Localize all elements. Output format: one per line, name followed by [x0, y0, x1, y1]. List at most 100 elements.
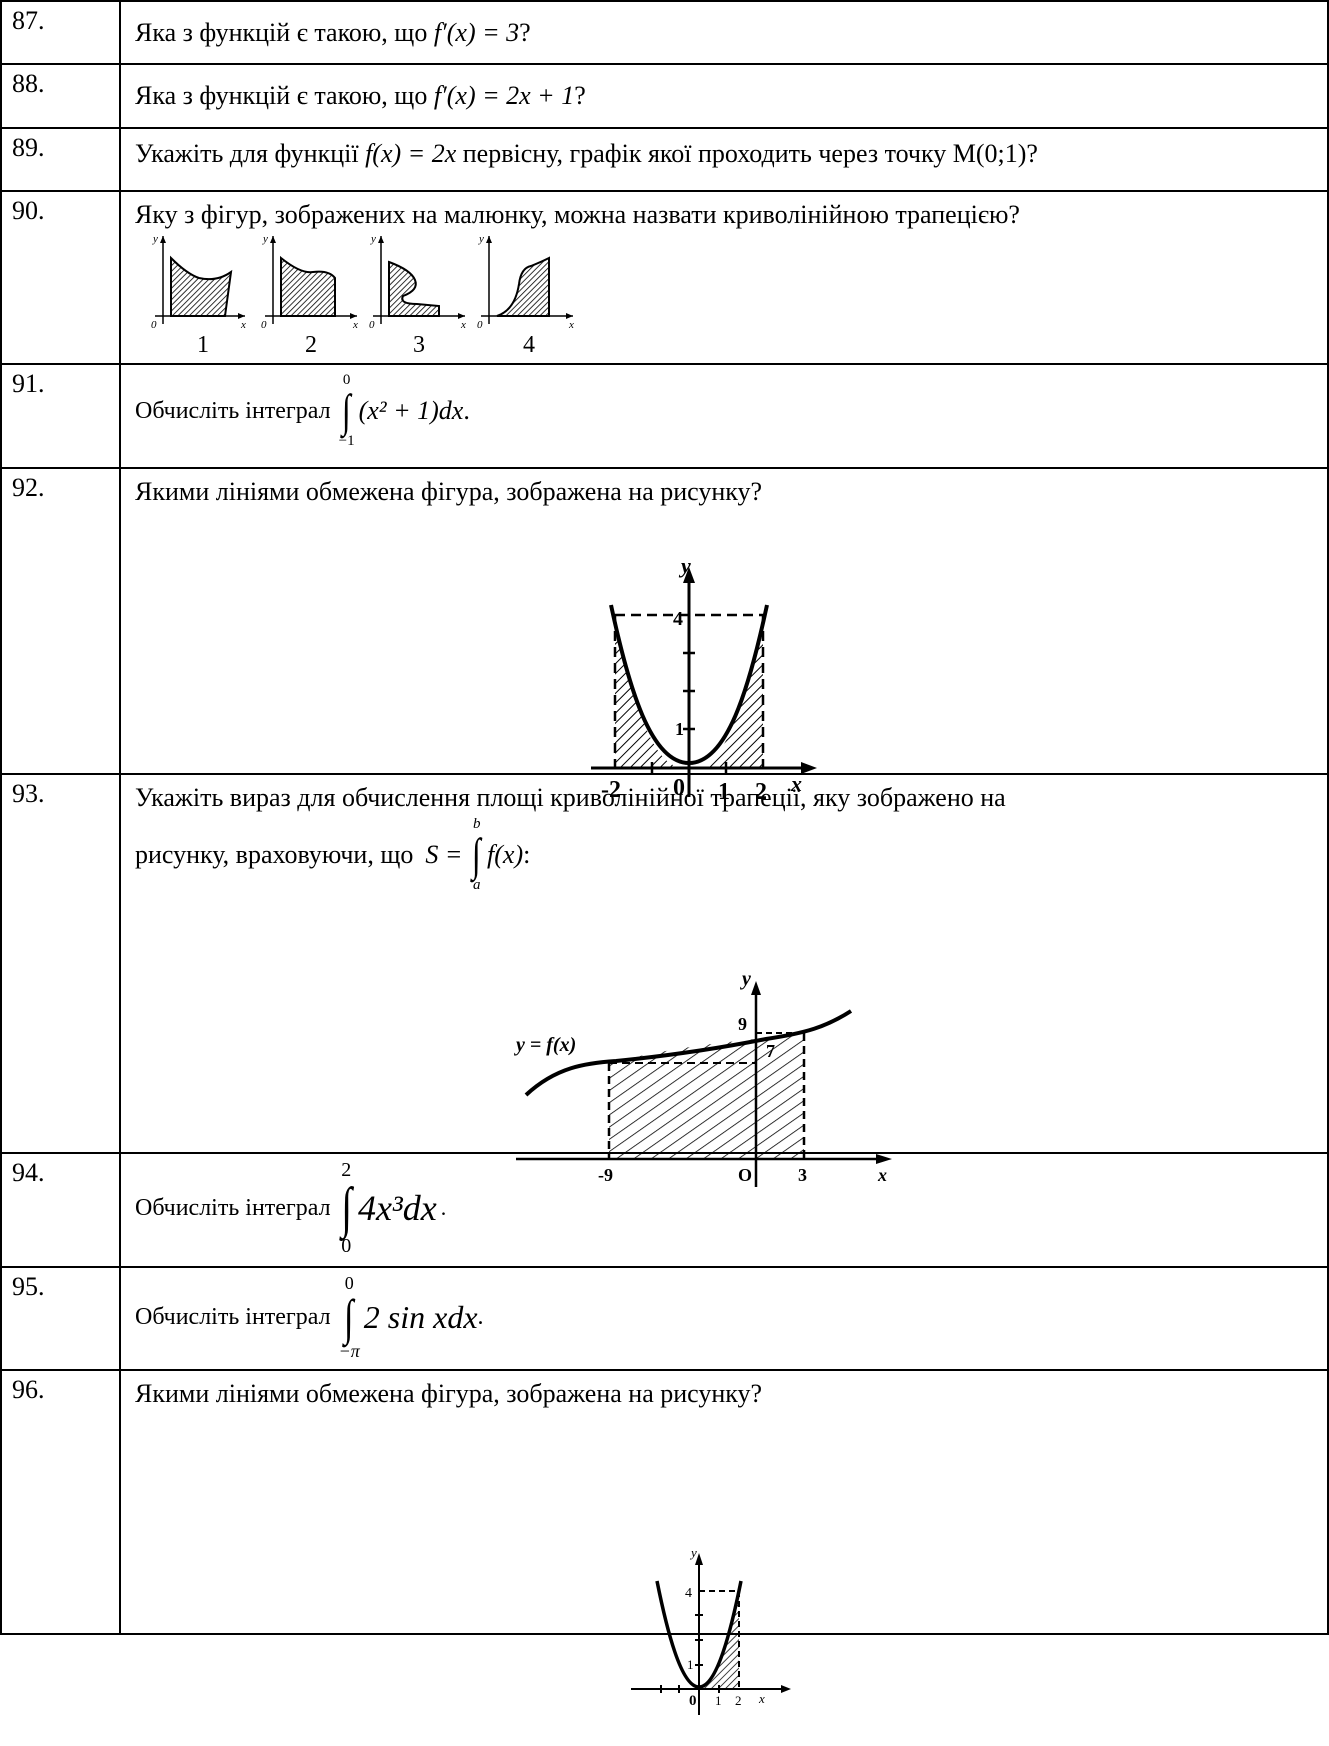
origin-label: 0 — [151, 319, 157, 331]
integral-sign: b ∫ a — [472, 816, 482, 893]
y-axis-label: y — [678, 553, 691, 578]
curve-label: y = f(x) — [514, 1034, 576, 1056]
formula: f′(x) = 2x + 1 — [433, 81, 575, 110]
question-text: Яка з функцій є такою, що — [135, 81, 428, 110]
question-number: 90. — [0, 190, 121, 365]
integrand: 2 sin xdx — [363, 1298, 478, 1335]
tick-label: 7 — [766, 1041, 775, 1061]
table-row: 92. Якими лініями обмежена фігура, зобра… — [0, 467, 1329, 805]
question-text: Укажіть вираз для обчислення площі криво… — [135, 783, 1006, 812]
question-end: . — [440, 1195, 447, 1220]
table-row: 90. Яку з фігур, зображених на малюнку, … — [0, 190, 1329, 365]
tick-label: 2 — [735, 1693, 742, 1708]
integral-sign: 2 ∫ 0 — [340, 1159, 352, 1257]
y-axis-label: y — [689, 1545, 697, 1560]
question-cell: Укажіть вираз для обчислення площі криво… — [119, 773, 1329, 1187]
question-text: Якими лініями обмежена фігура, зображена… — [135, 1379, 763, 1408]
tick-label: 3 — [798, 1165, 807, 1185]
tick-label: 9 — [738, 1014, 747, 1034]
integral-sign: 0 ∫ −1 — [338, 372, 355, 449]
figure-label: 3 — [413, 332, 425, 356]
formula: S = — [425, 840, 463, 869]
question-cell: Яку з фігур, зображених на малюнку, можн… — [119, 190, 1329, 365]
tick-label: 4 — [673, 608, 683, 630]
x-axis-label: x — [758, 1691, 765, 1706]
x-axis-label: x — [568, 319, 574, 331]
parabola-figure-1: y 4 1 -2 0 1 2 x — [591, 553, 817, 805]
question-tail: первісну, графік якої проходить через то… — [462, 139, 1038, 168]
integral-sign: 0 ∫ −π — [338, 1273, 360, 1361]
question-cell: Укажіть для функції f(x) = 2x первісну, … — [119, 127, 1329, 192]
x-axis-label: x — [877, 1165, 887, 1185]
lower-limit: a — [472, 877, 481, 893]
question-text: Обчисліть інтеграл — [135, 1194, 331, 1221]
tick-label: 1 — [715, 1693, 722, 1708]
integrand: 4x³dx — [357, 1188, 437, 1228]
origin-label: 0 — [369, 319, 375, 331]
tick-label: 1 — [718, 779, 730, 805]
question-end: ? — [519, 18, 531, 47]
table-row: 91. Обчисліть інтеграл 0 ∫ −1 (x² + 1)dx… — [0, 363, 1329, 469]
question-number: 95. — [0, 1266, 121, 1371]
curvilinear-trapezoid-figure: y y = f(x) 9 7 -9 O 3 x — [514, 968, 892, 1187]
question-end: . — [463, 396, 470, 425]
parabola-figure-2: y 4 1 0 1 2 x — [631, 1545, 791, 1715]
integrand: f(x) — [487, 840, 524, 869]
y-axis-label: y — [152, 233, 158, 245]
question-text: Яка з функцій є такою, що — [135, 18, 428, 47]
figure-1: y x 0 1 — [151, 233, 246, 356]
tick-label: -2 — [601, 777, 621, 803]
figure-3: y x 0 3 — [369, 233, 466, 356]
question-text: Укажіть для функції — [135, 139, 359, 168]
tick-label: 4 — [685, 1586, 692, 1601]
tick-label: O — [738, 1165, 752, 1185]
question-cell: Обчисліть інтеграл 2 ∫ 0 4x³dx. — [119, 1152, 1329, 1268]
x-axis-label: x — [352, 319, 358, 331]
question-number: 88. — [0, 63, 121, 129]
origin-label: 0 — [477, 319, 483, 331]
integrand: (x² + 1)dx — [358, 396, 464, 425]
question-number: 89. — [0, 127, 121, 192]
figure-4: y x 0 4 — [477, 233, 574, 356]
tick-label: 1 — [675, 719, 684, 739]
question-cell: Якими лініями обмежена фігура, зображена… — [119, 1369, 1329, 1715]
origin-label: 0 — [261, 319, 267, 331]
y-axis-label: y — [262, 233, 268, 245]
question-text-2: рисунку, враховуючи, що — [135, 840, 414, 869]
question-end: : — [523, 840, 531, 869]
question-number: 96. — [0, 1369, 121, 1635]
formula: f′(x) = 3 — [433, 18, 520, 47]
tick-label: 0 — [673, 775, 685, 801]
question-text: Якими лініями обмежена фігура, зображена… — [135, 477, 763, 506]
table-row: 95. Обчисліть інтеграл 0 ∫ −π 2 sin xdx. — [0, 1266, 1329, 1371]
table-row: 93. Укажіть вираз для обчислення площі к… — [0, 773, 1329, 1187]
question-end: . — [477, 1303, 484, 1330]
formula: f(x) = 2x — [365, 139, 457, 168]
y-axis-label: y — [478, 233, 484, 245]
question-number: 94. — [0, 1152, 121, 1268]
upper-limit: 0 — [344, 1273, 354, 1293]
x-axis-label: x — [240, 319, 246, 331]
upper-limit: 0 — [342, 372, 351, 388]
table-row: 89. Укажіть для функції f(x) = 2x первіс… — [0, 127, 1329, 192]
table-row: 87. Яка з функцій є такою, що f′(x) = 3? — [0, 0, 1329, 65]
table-row: 88. Яка з функцій є такою, що f′(x) = 2x… — [0, 63, 1329, 129]
y-axis-label: y — [370, 233, 376, 245]
question-text: Обчисліть інтеграл — [135, 397, 331, 424]
question-cell: Обчисліть інтеграл 0 ∫ −π 2 sin xdx. — [119, 1266, 1329, 1371]
question-text: Яку з фігур, зображених на малюнку, можн… — [135, 200, 1020, 229]
question-number: 93. — [0, 773, 121, 1154]
table-row: 96. Якими лініями обмежена фігура, зобра… — [0, 1369, 1329, 1715]
question-cell: Яка з функцій є такою, що f′(x) = 3? — [119, 0, 1329, 65]
question-cell: Обчисліть інтеграл 0 ∫ −1 (x² + 1)dx. — [119, 363, 1329, 469]
question-end: ? — [574, 81, 586, 110]
lower-limit: 0 — [341, 1235, 352, 1257]
tick-label: 0 — [689, 1693, 697, 1709]
lower-limit: −1 — [338, 433, 355, 449]
figure-label: 1 — [197, 332, 209, 356]
figure-label: 2 — [305, 332, 317, 356]
question-number: 87. — [0, 0, 121, 65]
trapezoid-figures: y x 0 1 y x 0 2 — [151, 233, 574, 356]
question-number: 91. — [0, 363, 121, 469]
